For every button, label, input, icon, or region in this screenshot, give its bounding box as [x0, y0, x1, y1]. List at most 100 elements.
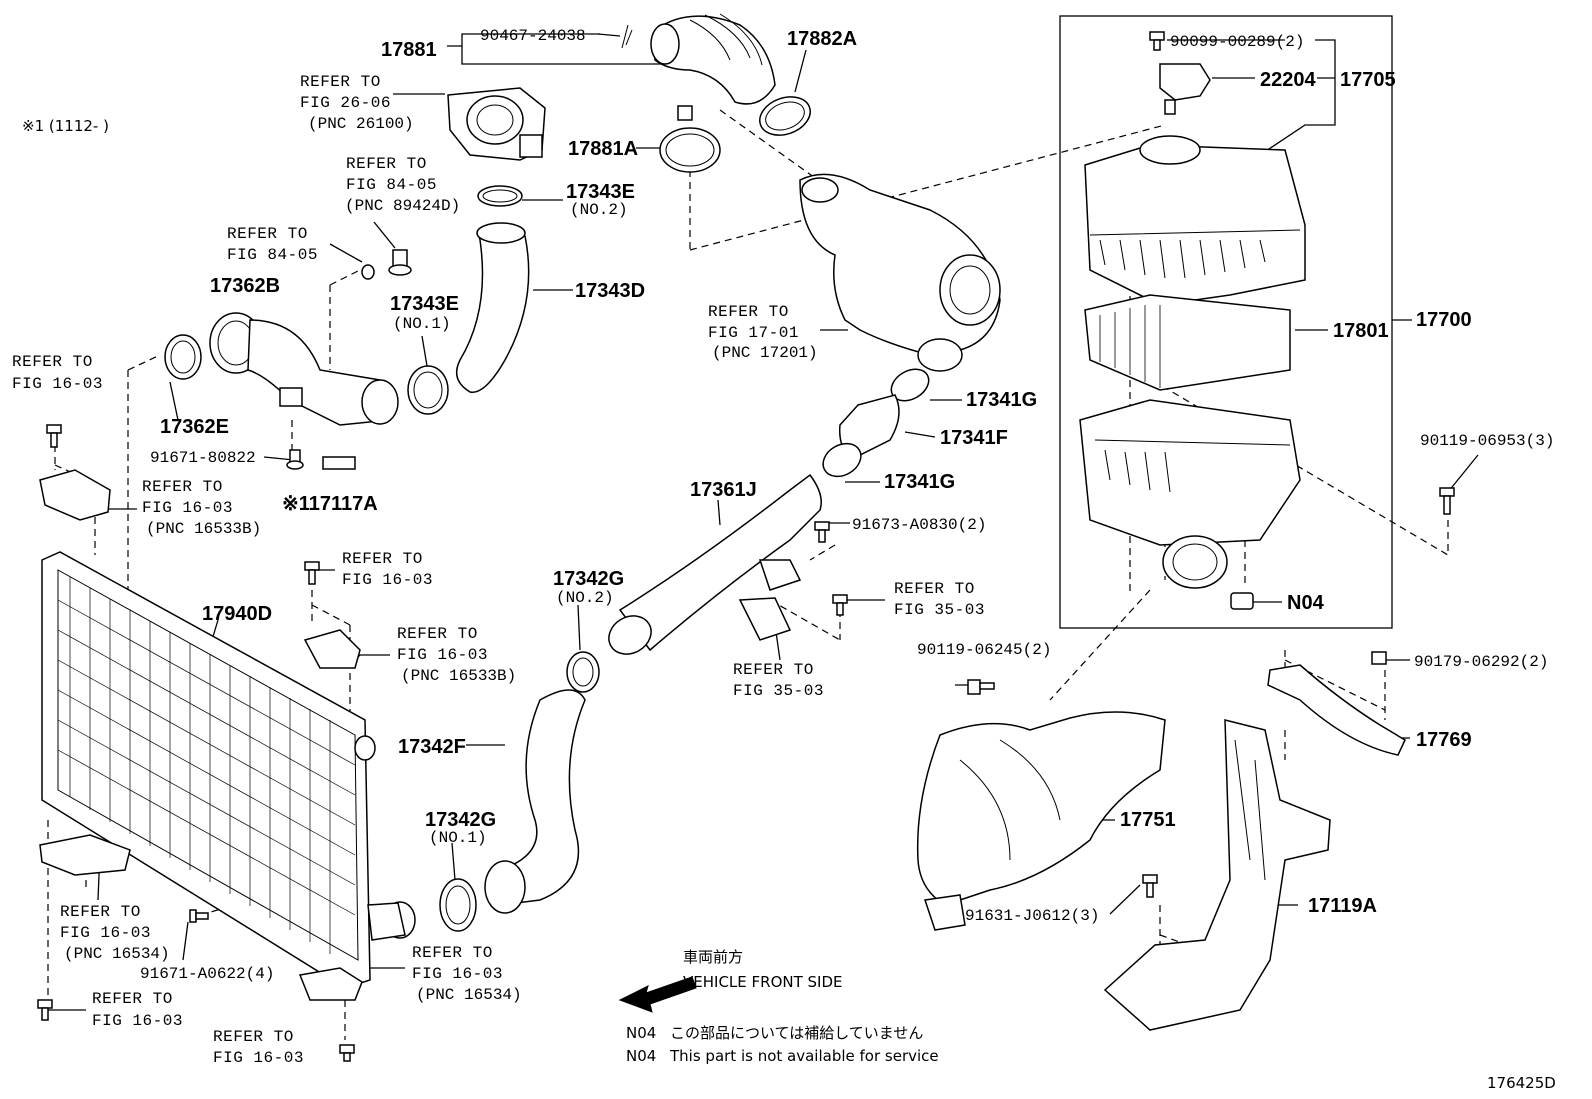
ref-line: (PNC 16534) [416, 986, 522, 1004]
ref-fig-16-03-c: REFER TO FIG 16-03 [342, 550, 433, 589]
ref-line: FIG 84-05 [346, 176, 437, 194]
label-17342G-no2: 17342G [553, 568, 624, 590]
ref-fig-35-03-b: REFER TO FIG 35-03 [733, 661, 824, 700]
ref-fig-16-03-a: REFER TO FIG 16-03 [12, 353, 102, 393]
ref-line: FIG 16-03 [397, 646, 488, 664]
part-17343D-sketch [455, 222, 530, 393]
ref-line: REFER TO [227, 225, 308, 243]
ref-line: REFER TO [142, 478, 223, 496]
footnote-text-2: This part is not available for service [669, 1047, 939, 1065]
throttle-body-sketch [447, 87, 546, 161]
ref-fig-16-03-d: REFER TO FIG 16-03 (PNC 16533B) [397, 625, 516, 685]
ref-line: FIG 16-03 [412, 965, 503, 983]
air-cleaner-group-box [1059, 15, 1393, 629]
label-91673: 91673-A0830(2) [852, 516, 986, 534]
label-17342G-no1: 17342G [425, 809, 496, 831]
ref-line: FIG 16-03 [60, 924, 151, 942]
part-17881-sketch [621, 13, 776, 105]
label-90179: 90179-06292(2) [1414, 653, 1548, 671]
turbocharger-sketch [799, 173, 1001, 372]
ref-line: (PNC 17201) [712, 344, 818, 362]
part-22204-sketch [1159, 63, 1211, 115]
part-17342F-sketch [484, 689, 586, 914]
label-17342G-no2-sub: (NO.2) [556, 589, 614, 607]
footnote-code-2: N04 [626, 1047, 656, 1065]
ref-line: FIG 16-03 [92, 1012, 183, 1030]
ref-line: REFER TO [213, 1028, 294, 1046]
part-17342G-no1-sketch [439, 878, 477, 932]
label-17341F: 17341F [940, 427, 1008, 449]
ref-fig-84-05-b: REFER TO FIG 84-05 [227, 225, 317, 264]
label-17362B: 17362B [210, 275, 280, 297]
part-17751-sketch [916, 711, 1166, 931]
label-17343E-no1: 17343E [390, 293, 459, 315]
ref-line: REFER TO [342, 550, 423, 568]
part-17362B-sketch [209, 312, 399, 426]
ref-fig-16-03-g: REFER TO FIG 16-03 [92, 990, 183, 1030]
label-91671-80822: 91671-80822 [150, 449, 256, 467]
label-17343E-no1-sub: (NO.1) [393, 315, 451, 333]
ref-line: FIG 35-03 [733, 682, 824, 700]
part-17801-sketch [1084, 294, 1291, 391]
ref-fig-16-03-f: REFER TO FIG 16-03 (PNC 16534) [412, 944, 522, 1004]
ref-line: (PNC 89424D) [345, 197, 460, 215]
part-17882A-sketch [759, 96, 811, 136]
ref-line: FIG 16-03 [342, 571, 433, 589]
part-N04-sketch [1230, 592, 1254, 610]
part-17361J-sketch [608, 473, 822, 655]
ref-line: REFER TO [894, 580, 975, 598]
label-17341G-b: 17341G [884, 471, 955, 493]
bolts-sketch [37, 31, 1455, 1062]
part-17119A-sketch [1103, 719, 1331, 1031]
label-17769: 17769 [1416, 729, 1472, 751]
label-17343D: 17343D [575, 280, 645, 302]
label-17117A: ※117117A [282, 493, 378, 515]
ref-fig-84-05-a: REFER TO FIG 84-05 (PNC 89424D) [345, 155, 460, 215]
label-91631: 91631-J0612(3) [965, 907, 1099, 925]
ref-line: (PNC 16534) [64, 945, 170, 963]
air-cleaner-lid-sketch [1084, 135, 1306, 306]
ref-line: FIG 16-03 [213, 1049, 304, 1067]
ref-line: REFER TO [60, 903, 141, 921]
ref-line: REFER TO [346, 155, 427, 173]
ref-line: (PNC 16533B) [146, 520, 261, 538]
label-17881: 17881 [381, 39, 437, 61]
ref-line: FIG 16-03 [142, 499, 233, 517]
reference-labels: REFER TO FIG 26-06 (PNC 26100) REFER TO … [12, 73, 985, 1067]
ref-line: REFER TO [708, 303, 789, 321]
direction-en: VEHICLE FRONT SIDE [683, 973, 843, 991]
label-17119A: 17119A [1308, 895, 1377, 917]
sensor-sketch [361, 249, 412, 280]
label-17705: 17705 [1340, 69, 1396, 91]
label-17751: 17751 [1120, 809, 1176, 831]
part-17881A-sketch [659, 105, 721, 173]
part-17769-sketch [1267, 664, 1406, 756]
ref-line: REFER TO [397, 625, 478, 643]
ref-fig-17-01: REFER TO FIG 17-01 (PNC 17201) [708, 303, 818, 362]
ref-line: (PNC 26100) [308, 115, 414, 133]
ref-line: REFER TO [92, 990, 173, 1008]
footnote-text-1: この部品については補給していません [670, 1024, 923, 1042]
label-17801: 17801 [1333, 320, 1389, 342]
label-90119-06953: 90119-06953(3) [1420, 432, 1554, 450]
ref-fig-16-03-e: REFER TO FIG 16-03 (PNC 16534) [60, 903, 170, 963]
ref-fig-16-03-b: REFER TO FIG 16-03 (PNC 16533B) [142, 478, 261, 538]
ref-fig-26-06: REFER TO FIG 26-06 (PNC 26100) [300, 73, 414, 133]
ref-line: REFER TO [300, 73, 381, 91]
serial-note: ※1 (1112- ) [22, 117, 109, 135]
label-N04: N04 [1287, 592, 1325, 614]
direction-jp: 車両前方 [683, 948, 743, 966]
label-17342F: 17342F [398, 736, 466, 758]
label-17343E-no2: 17343E [566, 181, 635, 203]
label-17342G-no1-sub: (NO.1) [429, 829, 487, 847]
ref-line: FIG 35-03 [894, 601, 985, 619]
label-17361J: 17361J [690, 479, 757, 501]
footnote-code-1: N04 [626, 1024, 656, 1042]
ref-line: (PNC 16533B) [401, 667, 516, 685]
ref-line: REFER TO [733, 661, 814, 679]
part-17342G-no2-sketch [566, 651, 600, 693]
ref-line: FIG 26-06 [300, 94, 391, 112]
part-17343E-no1-sketch [407, 365, 449, 415]
